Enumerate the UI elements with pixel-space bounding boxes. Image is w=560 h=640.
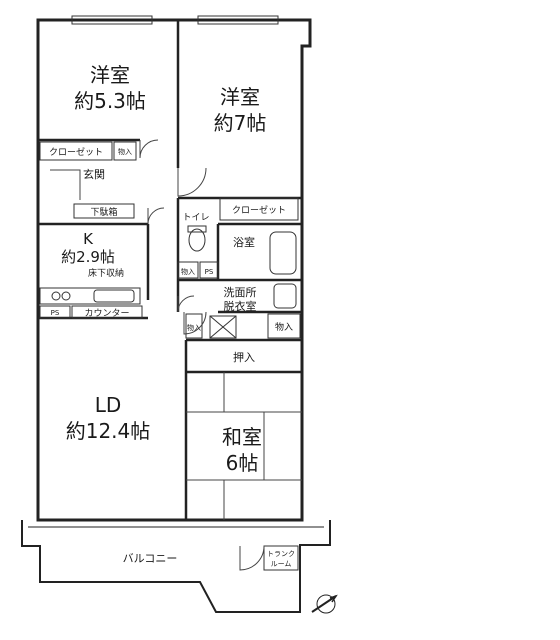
- storage1-label: 物入: [118, 147, 132, 156]
- closet2-label: クローゼット: [232, 204, 286, 216]
- western1-size: 約5.3帖: [74, 89, 146, 113]
- balcony-outline: [21, 520, 331, 613]
- toilet-label: トイレ: [182, 213, 209, 223]
- ps1-label: PS: [51, 309, 60, 317]
- storage3-label: 物入: [187, 323, 201, 332]
- ld-name: LD: [95, 393, 122, 417]
- entrance-label: 玄関: [83, 167, 105, 181]
- trunk-label-1: トランク: [267, 550, 295, 558]
- closet1-label: クローゼット: [49, 146, 103, 158]
- kitchen-name: K: [83, 230, 94, 248]
- ld-size: 約12.4帖: [66, 419, 151, 443]
- trunk-label-2: ルーム: [271, 560, 292, 568]
- washroom-label-2: 脱衣室: [224, 299, 257, 313]
- underfloor-label: 床下収納: [88, 267, 124, 279]
- outer-walls: [36, 18, 312, 522]
- washroom-label-1: 洗面所: [224, 286, 257, 299]
- western2-name: 洋室: [220, 85, 260, 109]
- shoe-box-label: 下駄箱: [90, 206, 117, 218]
- ps2-label: PS: [205, 268, 214, 276]
- western1-name: 洋室: [90, 63, 130, 87]
- tatami-lines: [186, 372, 302, 520]
- north-arrow-icon: [311, 594, 338, 614]
- bath-label: 浴室: [233, 235, 255, 249]
- door-swings: [50, 139, 265, 571]
- oshiire-label: 押入: [233, 350, 255, 364]
- fixtures: [39, 225, 297, 339]
- kitchen-size: 約2.9帖: [61, 248, 115, 266]
- closets: [39, 141, 301, 571]
- storage4-label: 物入: [275, 321, 293, 333]
- counter-label: カウンター: [84, 308, 129, 319]
- storage2-label: 物入: [181, 267, 195, 276]
- windows-top: [71, 15, 279, 25]
- western2-size: 約7帖: [214, 111, 267, 135]
- washitsu-name: 和室: [222, 425, 262, 449]
- washitsu-size: 6帖: [226, 451, 259, 475]
- balcony-label: バルコニー: [123, 552, 178, 565]
